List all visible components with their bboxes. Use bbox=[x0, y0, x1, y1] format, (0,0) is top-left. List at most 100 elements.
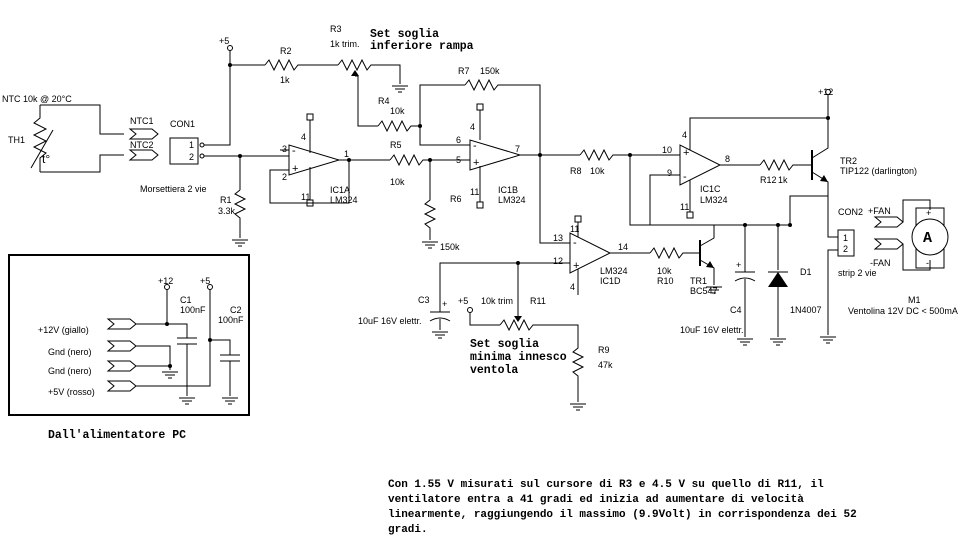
thermistor-th1 bbox=[30, 104, 124, 173]
svg-text:+: + bbox=[683, 147, 689, 159]
diode-d1 bbox=[768, 271, 788, 337]
resistor-r4 bbox=[377, 119, 420, 133]
con2-label: CON2 bbox=[838, 207, 863, 217]
fan-plus-label: +FAN bbox=[868, 206, 891, 216]
psu-connector-5v bbox=[107, 380, 137, 392]
r8-value: 10k bbox=[590, 166, 605, 176]
set-soglia-inferiore-line1: Set soglia bbox=[370, 28, 439, 41]
svg-text:-: - bbox=[683, 171, 687, 183]
r7-label: R7 bbox=[458, 66, 470, 76]
resistor-r5 bbox=[389, 153, 470, 167]
r4-value: 10k bbox=[390, 106, 405, 116]
capacitor-c3: + bbox=[429, 299, 451, 330]
ground-c3 bbox=[431, 331, 449, 339]
c1-value: 100nF bbox=[180, 305, 206, 315]
note-line2: ventilatore entra a 41 gradi ed inizia a… bbox=[388, 494, 804, 506]
svg-text:4: 4 bbox=[682, 130, 687, 140]
r5-value: 10k bbox=[390, 177, 405, 187]
resistor-r2 bbox=[264, 58, 338, 72]
svg-text:2: 2 bbox=[843, 244, 848, 254]
resistor-r6 bbox=[423, 160, 437, 240]
svg-text:7: 7 bbox=[515, 144, 520, 154]
svg-text:-: - bbox=[473, 140, 477, 152]
c4-value: 10uF 16V elettr. bbox=[680, 325, 744, 335]
psu-wire-gnd1: Gnd (nero) bbox=[48, 347, 92, 357]
v12-top-label: +12 bbox=[818, 87, 833, 97]
r12-value: 1k bbox=[778, 175, 788, 185]
r10-value: 10k bbox=[657, 266, 672, 276]
svg-text:13: 13 bbox=[553, 233, 563, 243]
svg-text:10: 10 bbox=[662, 145, 672, 155]
svg-text:1: 1 bbox=[843, 233, 848, 243]
c3-value: 10uF 16V elettr. bbox=[358, 316, 422, 326]
c4-label: C4 bbox=[730, 305, 742, 315]
d1-part: 1N4007 bbox=[790, 305, 822, 315]
r2-value: 1k bbox=[280, 75, 290, 85]
capacitor-c4: + bbox=[734, 260, 756, 337]
con1-pin1: 1 bbox=[189, 140, 194, 150]
ntc1-label: NTC1 bbox=[130, 116, 154, 126]
v5-top-label: +5 bbox=[219, 36, 229, 46]
r4-label: R4 bbox=[378, 96, 390, 106]
trimmer-r3 bbox=[337, 58, 401, 84]
connector-ntc2 bbox=[129, 149, 159, 161]
r12-label: R12 bbox=[760, 175, 777, 185]
svg-text:4: 4 bbox=[470, 122, 475, 132]
svg-text:11: 11 bbox=[570, 224, 579, 234]
con1-label: CON1 bbox=[170, 119, 195, 129]
svg-text:11: 11 bbox=[470, 187, 479, 197]
note-line1: Con 1.55 V misurati sul cursore di R3 e … bbox=[388, 479, 824, 491]
set-soglia-minima-line2: minima innesco bbox=[470, 351, 567, 364]
capacitor-c1 bbox=[177, 337, 197, 396]
svg-text:-: - bbox=[292, 145, 296, 157]
ntc2-label: NTC2 bbox=[130, 140, 154, 150]
con2-desc: strip 2 vie bbox=[838, 268, 877, 278]
psu-ground-a bbox=[161, 371, 179, 379]
trimmer-r11 bbox=[499, 318, 579, 340]
psu-wire-5v: +5V (rosso) bbox=[48, 387, 95, 397]
svg-text:5: 5 bbox=[456, 155, 461, 165]
tr2-label: TR2 bbox=[840, 156, 857, 166]
connector-fan-minus bbox=[874, 238, 904, 250]
m1-desc: Ventolina 12V DC < 500mA bbox=[848, 306, 958, 316]
psu-wire-gnd2: Gnd (nero) bbox=[48, 366, 92, 376]
con1-desc: Morsettiera 2 vie bbox=[140, 184, 207, 194]
resistor-r9 bbox=[571, 340, 585, 402]
psu-v12-label: +12 bbox=[158, 276, 173, 286]
ground-r1 bbox=[231, 239, 249, 247]
psu-ground-c1 bbox=[178, 397, 196, 405]
ground-r6 bbox=[421, 241, 439, 249]
ic1b-label: IC1B bbox=[498, 185, 518, 195]
ic1a-label: IC1A bbox=[330, 185, 350, 195]
ntc-label: NTC 10k @ 20°C bbox=[2, 94, 72, 104]
opamp-ic1a bbox=[288, 144, 341, 176]
svg-text:2: 2 bbox=[282, 172, 287, 182]
r11-value: 10k trim bbox=[481, 296, 513, 306]
ground-c4 bbox=[736, 338, 754, 346]
note-line4: gradi. bbox=[388, 524, 428, 536]
opamp-ic1c bbox=[679, 144, 722, 186]
psu-caption: Dall'alimentatore PC bbox=[48, 429, 186, 442]
th1-label: TH1 bbox=[8, 135, 25, 145]
svg-text:+: + bbox=[473, 157, 479, 169]
resistor-r1 bbox=[233, 189, 247, 238]
ground-d1 bbox=[769, 338, 787, 346]
psu-wire-12v: +12V (giallo) bbox=[38, 325, 89, 335]
r1-label: R1 bbox=[220, 195, 232, 205]
connector-con1 bbox=[169, 137, 199, 165]
svg-text:-: - bbox=[573, 237, 577, 249]
svg-text:+: + bbox=[442, 299, 447, 309]
connector-fan-plus bbox=[874, 216, 904, 228]
c1-label: C1 bbox=[180, 295, 192, 305]
r7-value: 150k bbox=[480, 66, 500, 76]
psu-connector-gnd1 bbox=[107, 340, 137, 352]
tr1-part: BC547 bbox=[690, 286, 718, 296]
svg-text:14: 14 bbox=[618, 242, 628, 252]
c2-value: 100nF bbox=[218, 315, 244, 325]
svg-text:+: + bbox=[573, 260, 579, 272]
ic1d-part: LM324 bbox=[600, 266, 628, 276]
motor-symbol: A bbox=[923, 230, 932, 247]
ground-r9 bbox=[569, 403, 587, 411]
svg-text:11: 11 bbox=[301, 192, 310, 202]
d1-label: D1 bbox=[800, 267, 812, 277]
